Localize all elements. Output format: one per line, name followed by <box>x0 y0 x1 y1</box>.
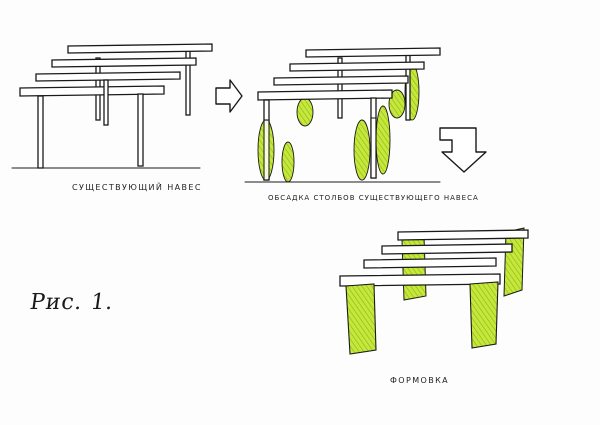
beam <box>339 273 501 287</box>
beam <box>397 229 529 241</box>
cypress <box>281 141 295 183</box>
hedge-block <box>469 281 499 349</box>
post <box>137 93 144 167</box>
post <box>337 57 343 119</box>
shrub <box>296 97 314 127</box>
post <box>103 79 109 126</box>
scene-existing-canopy <box>11 43 213 169</box>
beam <box>257 89 393 101</box>
post <box>37 95 44 169</box>
hand-drawn-arrow-down-left-icon <box>439 127 487 173</box>
beam <box>289 61 425 72</box>
hand-drawn-arrow-right-icon <box>215 79 243 113</box>
scene-planting <box>244 47 441 183</box>
caption-existing: существующий навес <box>72 183 202 192</box>
beam <box>363 257 497 269</box>
caption-shaping: формовка <box>390 376 450 385</box>
beam <box>19 85 165 97</box>
cypress <box>375 105 391 175</box>
beam <box>305 47 441 58</box>
beam <box>51 57 197 68</box>
cypress <box>353 119 371 181</box>
scene-shaping <box>339 227 529 355</box>
figure-label: Рис. 1. <box>28 290 116 315</box>
beam <box>35 71 181 82</box>
hedge-block <box>345 283 377 355</box>
beam <box>273 75 409 86</box>
shrub <box>388 89 406 119</box>
caption-planting: обсадка столбов существующего навеса <box>268 194 479 202</box>
beam <box>67 43 213 54</box>
beam <box>381 243 513 255</box>
